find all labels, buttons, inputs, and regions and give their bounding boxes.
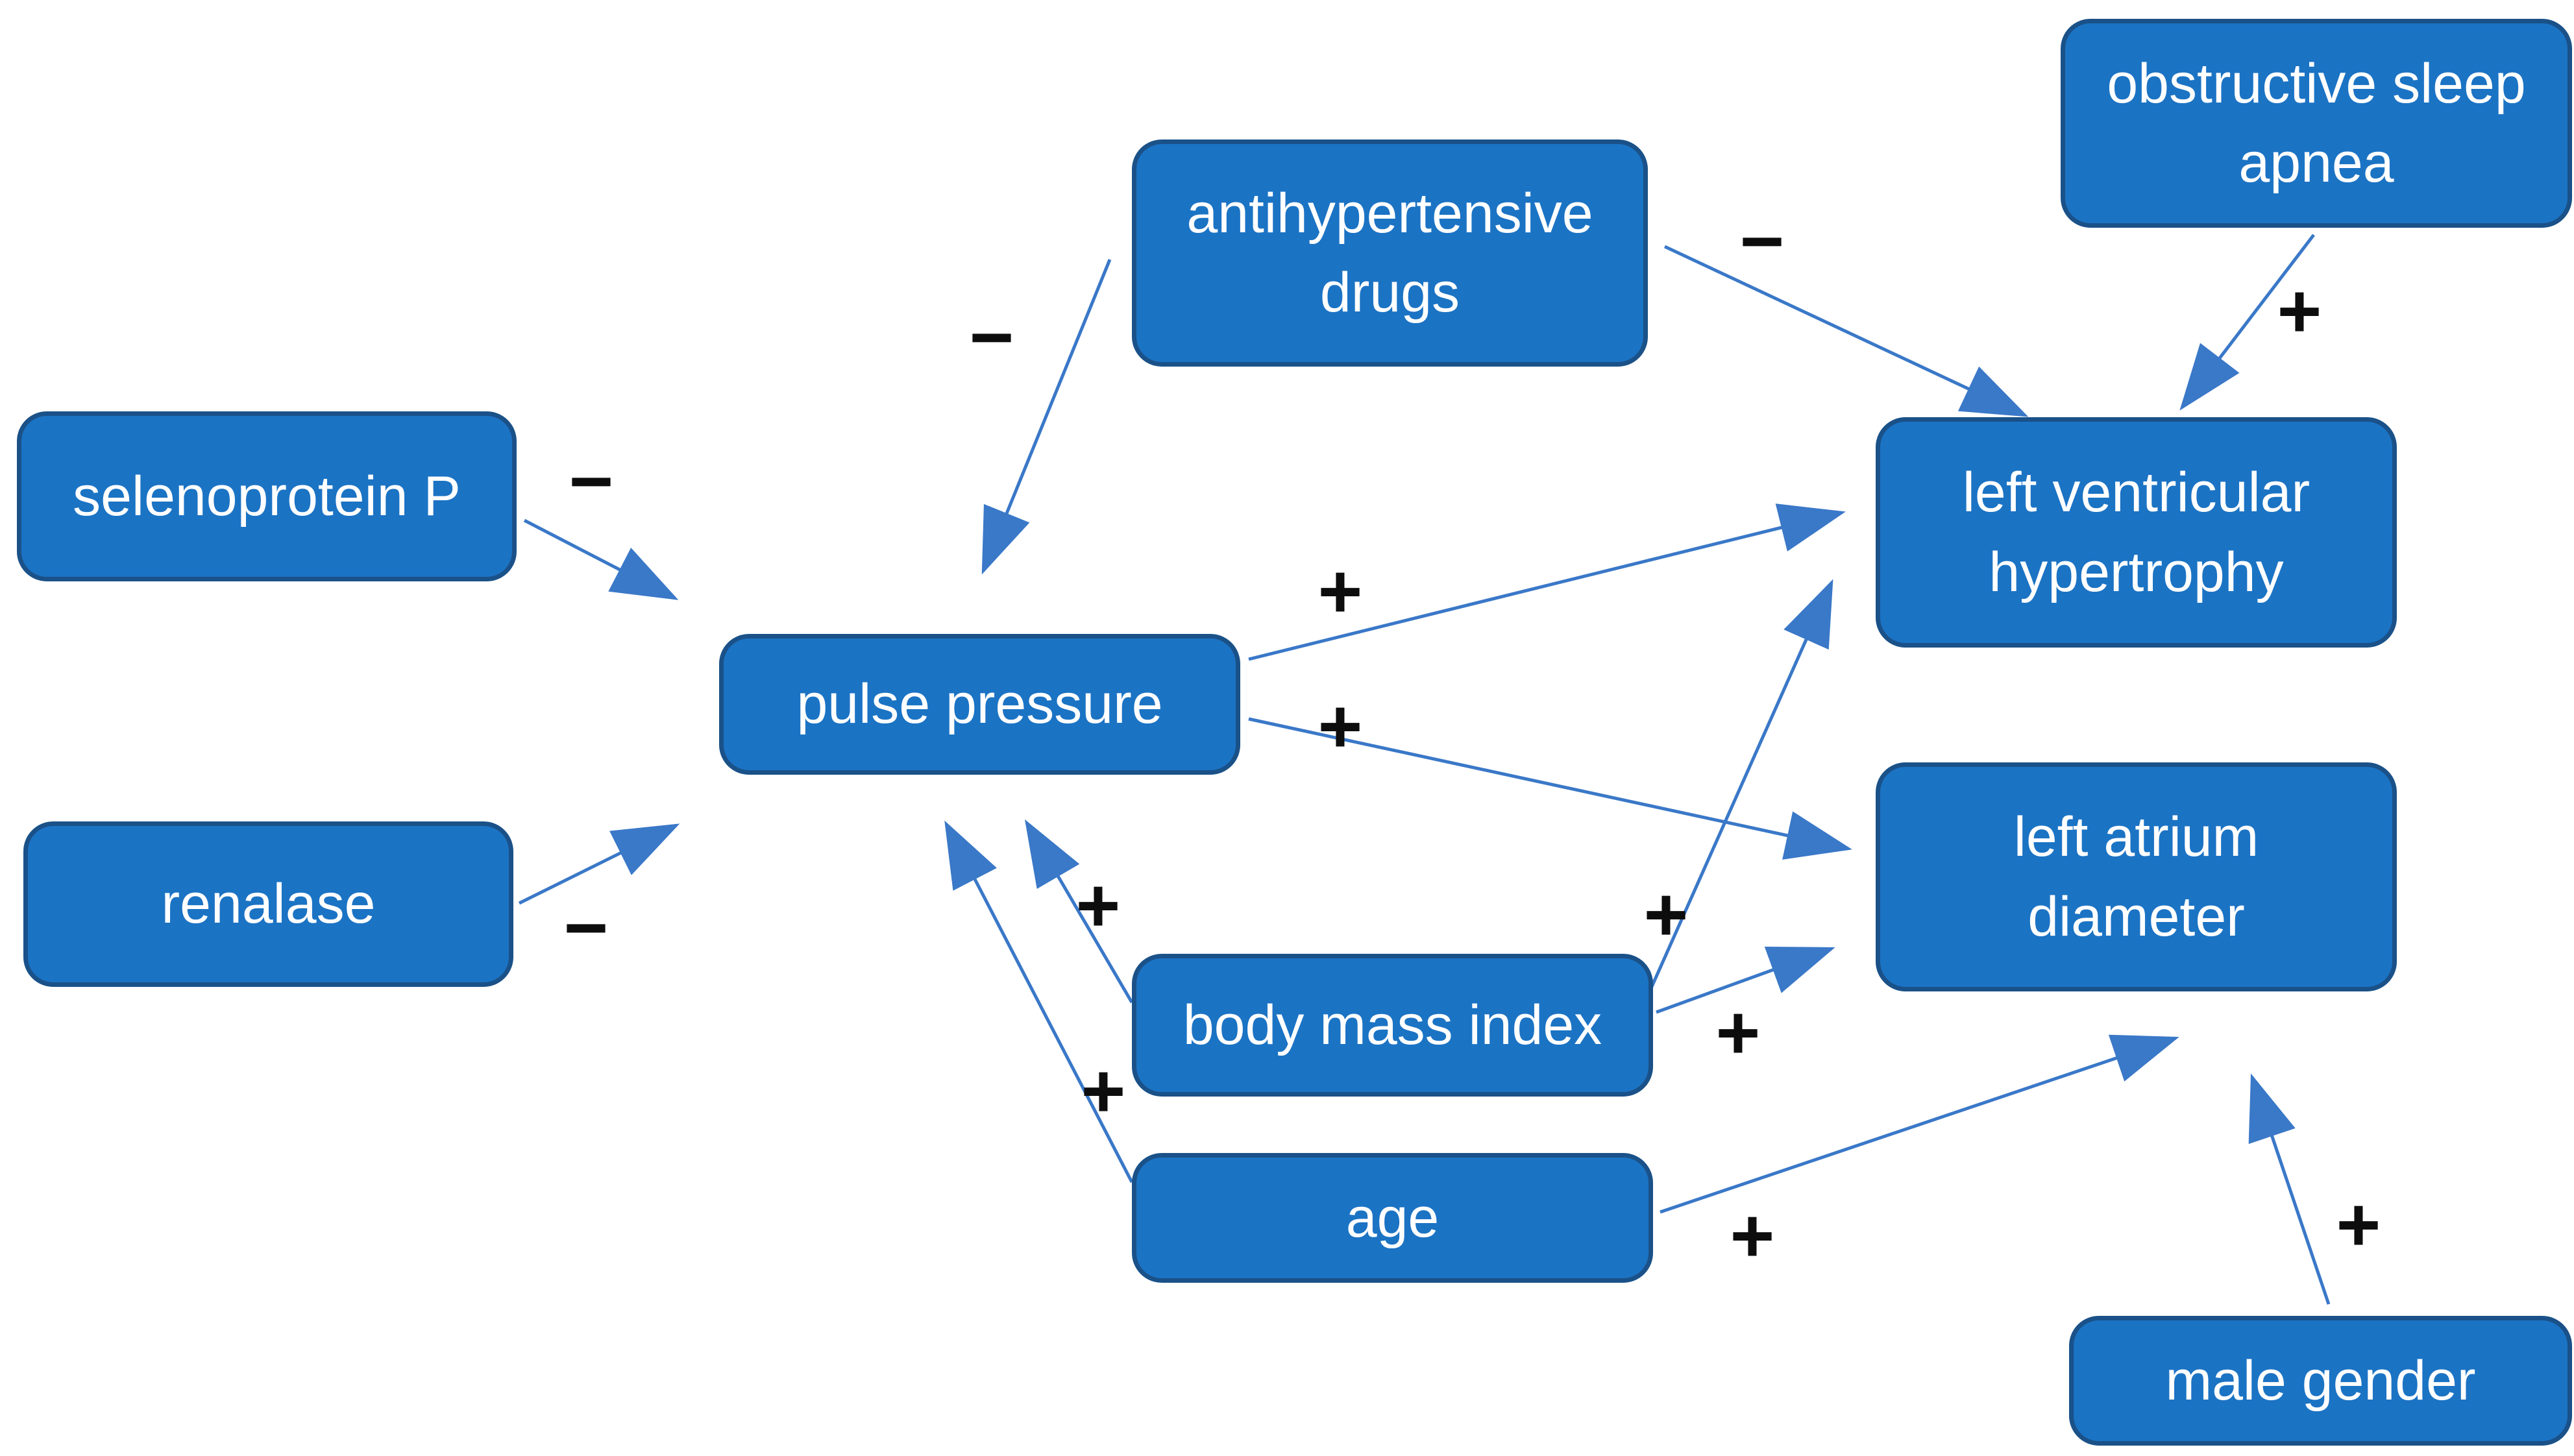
node-label: hypertrophy [1989, 540, 2284, 603]
node-left-atrium-diameter: left atrium diameter [1876, 762, 2397, 991]
edge-arrow-pulse-pressure-to-left-atrium-diameter [1248, 717, 1852, 860]
node-label: antihypertensive [1186, 182, 1593, 245]
edge-sign-age-to-left-atrium-diameter: + [1730, 1193, 1775, 1279]
node-pulse-pressure: pulse pressure [719, 634, 1240, 775]
edge-arrow-renalase-to-pulse-pressure [518, 823, 680, 905]
node-label: male gender [2165, 1349, 2476, 1412]
edge-arrow-antihypertensive-drugs-to-left-ventricular-hypertrophy [1663, 245, 2029, 417]
node-label: pulse pressure [796, 673, 1163, 736]
edge-arrow-age-to-pulse-pressure [944, 820, 1134, 1183]
edge-sign-antihypertensive-drugs-to-pulse-pressure: − [969, 295, 1014, 380]
edge-arrow-selenoprotein-p-to-pulse-pressure [523, 518, 679, 600]
edge-arrow-obstructive-sleep-apnea-to-left-ventricular-hypertrophy [2179, 234, 2315, 411]
node-label: body mass index [1183, 993, 1602, 1056]
node-label: diameter [2028, 885, 2245, 948]
node-body-mass-index: body mass index [1132, 954, 1653, 1097]
node-label: left atrium [2013, 806, 2259, 869]
node-selenoprotein-p: selenoprotein P [17, 411, 517, 581]
edge-sign-selenoprotein-p-to-pulse-pressure: − [569, 439, 614, 524]
edge-sign-renalase-to-pulse-pressure: − [563, 885, 609, 971]
node-renalase: renalase [23, 821, 513, 987]
edge-sign-pulse-pressure-to-left-atrium-diameter: + [1318, 684, 1363, 770]
node-male-gender: male gender [2069, 1316, 2572, 1446]
node-obstructive-sleep-apnea: obstructive sleep apnea [2061, 19, 2572, 228]
edge-sign-pulse-pressure-to-left-ventricular-hypertrophy: + [1318, 549, 1363, 635]
edge-arrow-male-gender-to-left-atrium-diameter [2248, 1073, 2331, 1305]
node-label: renalase [161, 873, 376, 936]
node-label: left ventricular [1962, 461, 2310, 524]
edge-sign-age-to-pulse-pressure: + [1081, 1049, 1126, 1134]
edge-arrow-age-to-left-atrium-diameter [1660, 1034, 2179, 1214]
edge-arrow-body-mass-index-to-left-atrium-diameter [1656, 947, 1835, 1014]
edge-sign-male-gender-to-left-atrium-diameter: + [2336, 1182, 2381, 1268]
edge-arrow-body-mass-index-to-left-ventricular-hypertrophy [1647, 579, 1833, 995]
node-label: selenoprotein P [73, 465, 461, 528]
edge-sign-obstructive-sleep-apnea-to-left-ventricular-hypertrophy: + [2277, 269, 2322, 354]
edge-arrow-antihypertensive-drugs-to-pulse-pressure [981, 259, 1112, 575]
node-label: apnea [2238, 132, 2394, 194]
node-left-ventricular-hypertrophy: left ventricular hypertrophy [1876, 417, 2397, 648]
node-label: age [1345, 1186, 1440, 1249]
edge-sign-body-mass-index-to-left-ventricular-hypertrophy: + [1643, 872, 1689, 958]
node-label: obstructive sleep [2107, 52, 2526, 115]
edge-arrow-pulse-pressure-to-left-ventricular-hypertrophy [1248, 504, 1846, 661]
edge-sign-body-mass-index-to-left-atrium-diameter: + [1715, 990, 1761, 1076]
edge-sign-body-mass-index-to-pulse-pressure: + [1075, 863, 1121, 949]
node-label: drugs [1319, 261, 1460, 324]
edge-arrow-body-mass-index-to-pulse-pressure [1024, 819, 1134, 1004]
node-antihypertensive-drugs: antihypertensive drugs [1132, 140, 1648, 367]
node-age: age [1132, 1153, 1653, 1283]
edge-sign-antihypertensive-drugs-to-left-ventricular-hypertrophy: − [1739, 199, 1785, 284]
